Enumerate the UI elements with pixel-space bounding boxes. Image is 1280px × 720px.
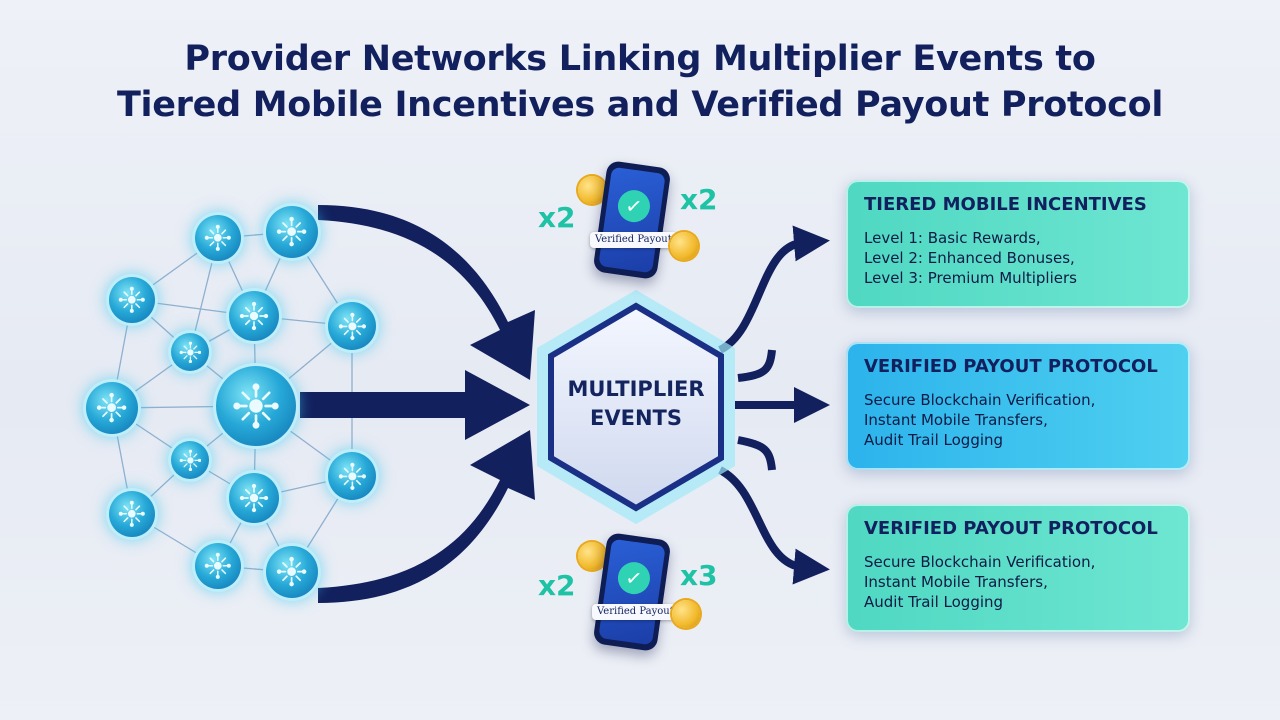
title-line-2: Tiered Mobile Incentives and Verified Pa… bbox=[116, 85, 1164, 125]
circuit-node-icon bbox=[328, 302, 376, 350]
arrow-to-card-1 bbox=[717, 225, 830, 354]
card-line: Secure Blockchain Verification, bbox=[864, 553, 1096, 571]
circuit-node-icon bbox=[86, 382, 138, 434]
verified-payout-badge: Verified Payout bbox=[590, 232, 677, 248]
circuit-node-icon bbox=[171, 333, 209, 371]
circuit-node-icon bbox=[195, 543, 241, 589]
input-arrows bbox=[300, 205, 535, 603]
circuit-node-icon bbox=[229, 473, 279, 523]
verified-payout-badge: Verified Payout bbox=[592, 604, 679, 620]
arrow-middle-input bbox=[300, 370, 530, 440]
hub-border bbox=[548, 302, 724, 512]
card-line: Level 1: Basic Rewards, bbox=[864, 229, 1041, 247]
coin-icon bbox=[670, 232, 698, 260]
multiplier-right-top: x2 bbox=[680, 183, 718, 216]
circuit-node-icon bbox=[171, 441, 209, 479]
circuit-node-icon bbox=[229, 291, 279, 341]
card-line: Instant Mobile Transfers, bbox=[864, 573, 1048, 591]
card-line: Level 2: Enhanced Bonuses, bbox=[864, 249, 1075, 267]
circuit-node-icon bbox=[328, 452, 376, 500]
card-line: Audit Trail Logging bbox=[864, 593, 1004, 611]
arrow-bottom-input bbox=[318, 430, 535, 603]
multiplier-left-bottom: x2 bbox=[538, 569, 576, 602]
arrow-from-hub-lower bbox=[737, 436, 776, 471]
card-line: Level 3: Premium Multipliers bbox=[864, 269, 1077, 287]
card-title: VERIFIED PAYOUT PROTOCOL bbox=[864, 518, 1158, 539]
card-tiered-mobile-incentives: TIERED MOBILE INCENTIVES Level 1: Basic … bbox=[846, 180, 1190, 308]
card-line: Secure Blockchain Verification, bbox=[864, 391, 1096, 409]
arrow-from-hub-upper bbox=[737, 349, 776, 382]
coin-icon bbox=[578, 176, 606, 204]
multiplier-left-top: x2 bbox=[538, 201, 576, 234]
circuit-node-icon bbox=[195, 215, 241, 261]
card-line: Audit Trail Logging bbox=[864, 431, 1004, 449]
circuit-node-icon bbox=[216, 366, 296, 446]
circuit-node-icon bbox=[109, 491, 155, 537]
circuit-node-icon bbox=[266, 546, 318, 598]
hub-label-line-2: EVENTS bbox=[590, 406, 682, 430]
title-line-1: Provider Networks Linking Multiplier Eve… bbox=[184, 39, 1096, 79]
output-arrows bbox=[717, 225, 830, 585]
circuit-node-icon bbox=[266, 206, 318, 258]
hub-label-line-1: MULTIPLIER bbox=[567, 377, 705, 401]
card-verified-payout-protocol-2: VERIFIED PAYOUT PROTOCOL Secure Blockcha… bbox=[846, 504, 1190, 632]
multiplier-events-hub bbox=[537, 289, 735, 525]
hub-glow bbox=[537, 289, 735, 525]
page-title: Provider Networks Linking Multiplier Eve… bbox=[0, 36, 1280, 128]
coin-icon bbox=[672, 600, 700, 628]
card-line: Instant Mobile Transfers, bbox=[864, 411, 1048, 429]
coin-icon bbox=[578, 542, 606, 570]
card-title: TIERED MOBILE INCENTIVES bbox=[864, 194, 1147, 215]
card-verified-payout-protocol-1: VERIFIED PAYOUT PROTOCOL Secure Blockcha… bbox=[846, 342, 1190, 470]
circuit-node-icon bbox=[109, 277, 155, 323]
arrow-top-input bbox=[318, 205, 535, 380]
arrow-to-card-3 bbox=[717, 466, 830, 585]
card-title: VERIFIED PAYOUT PROTOCOL bbox=[864, 356, 1158, 377]
multiplier-right-bottom: x3 bbox=[680, 559, 718, 592]
hub-label: MULTIPLIER EVENTS bbox=[546, 375, 726, 433]
